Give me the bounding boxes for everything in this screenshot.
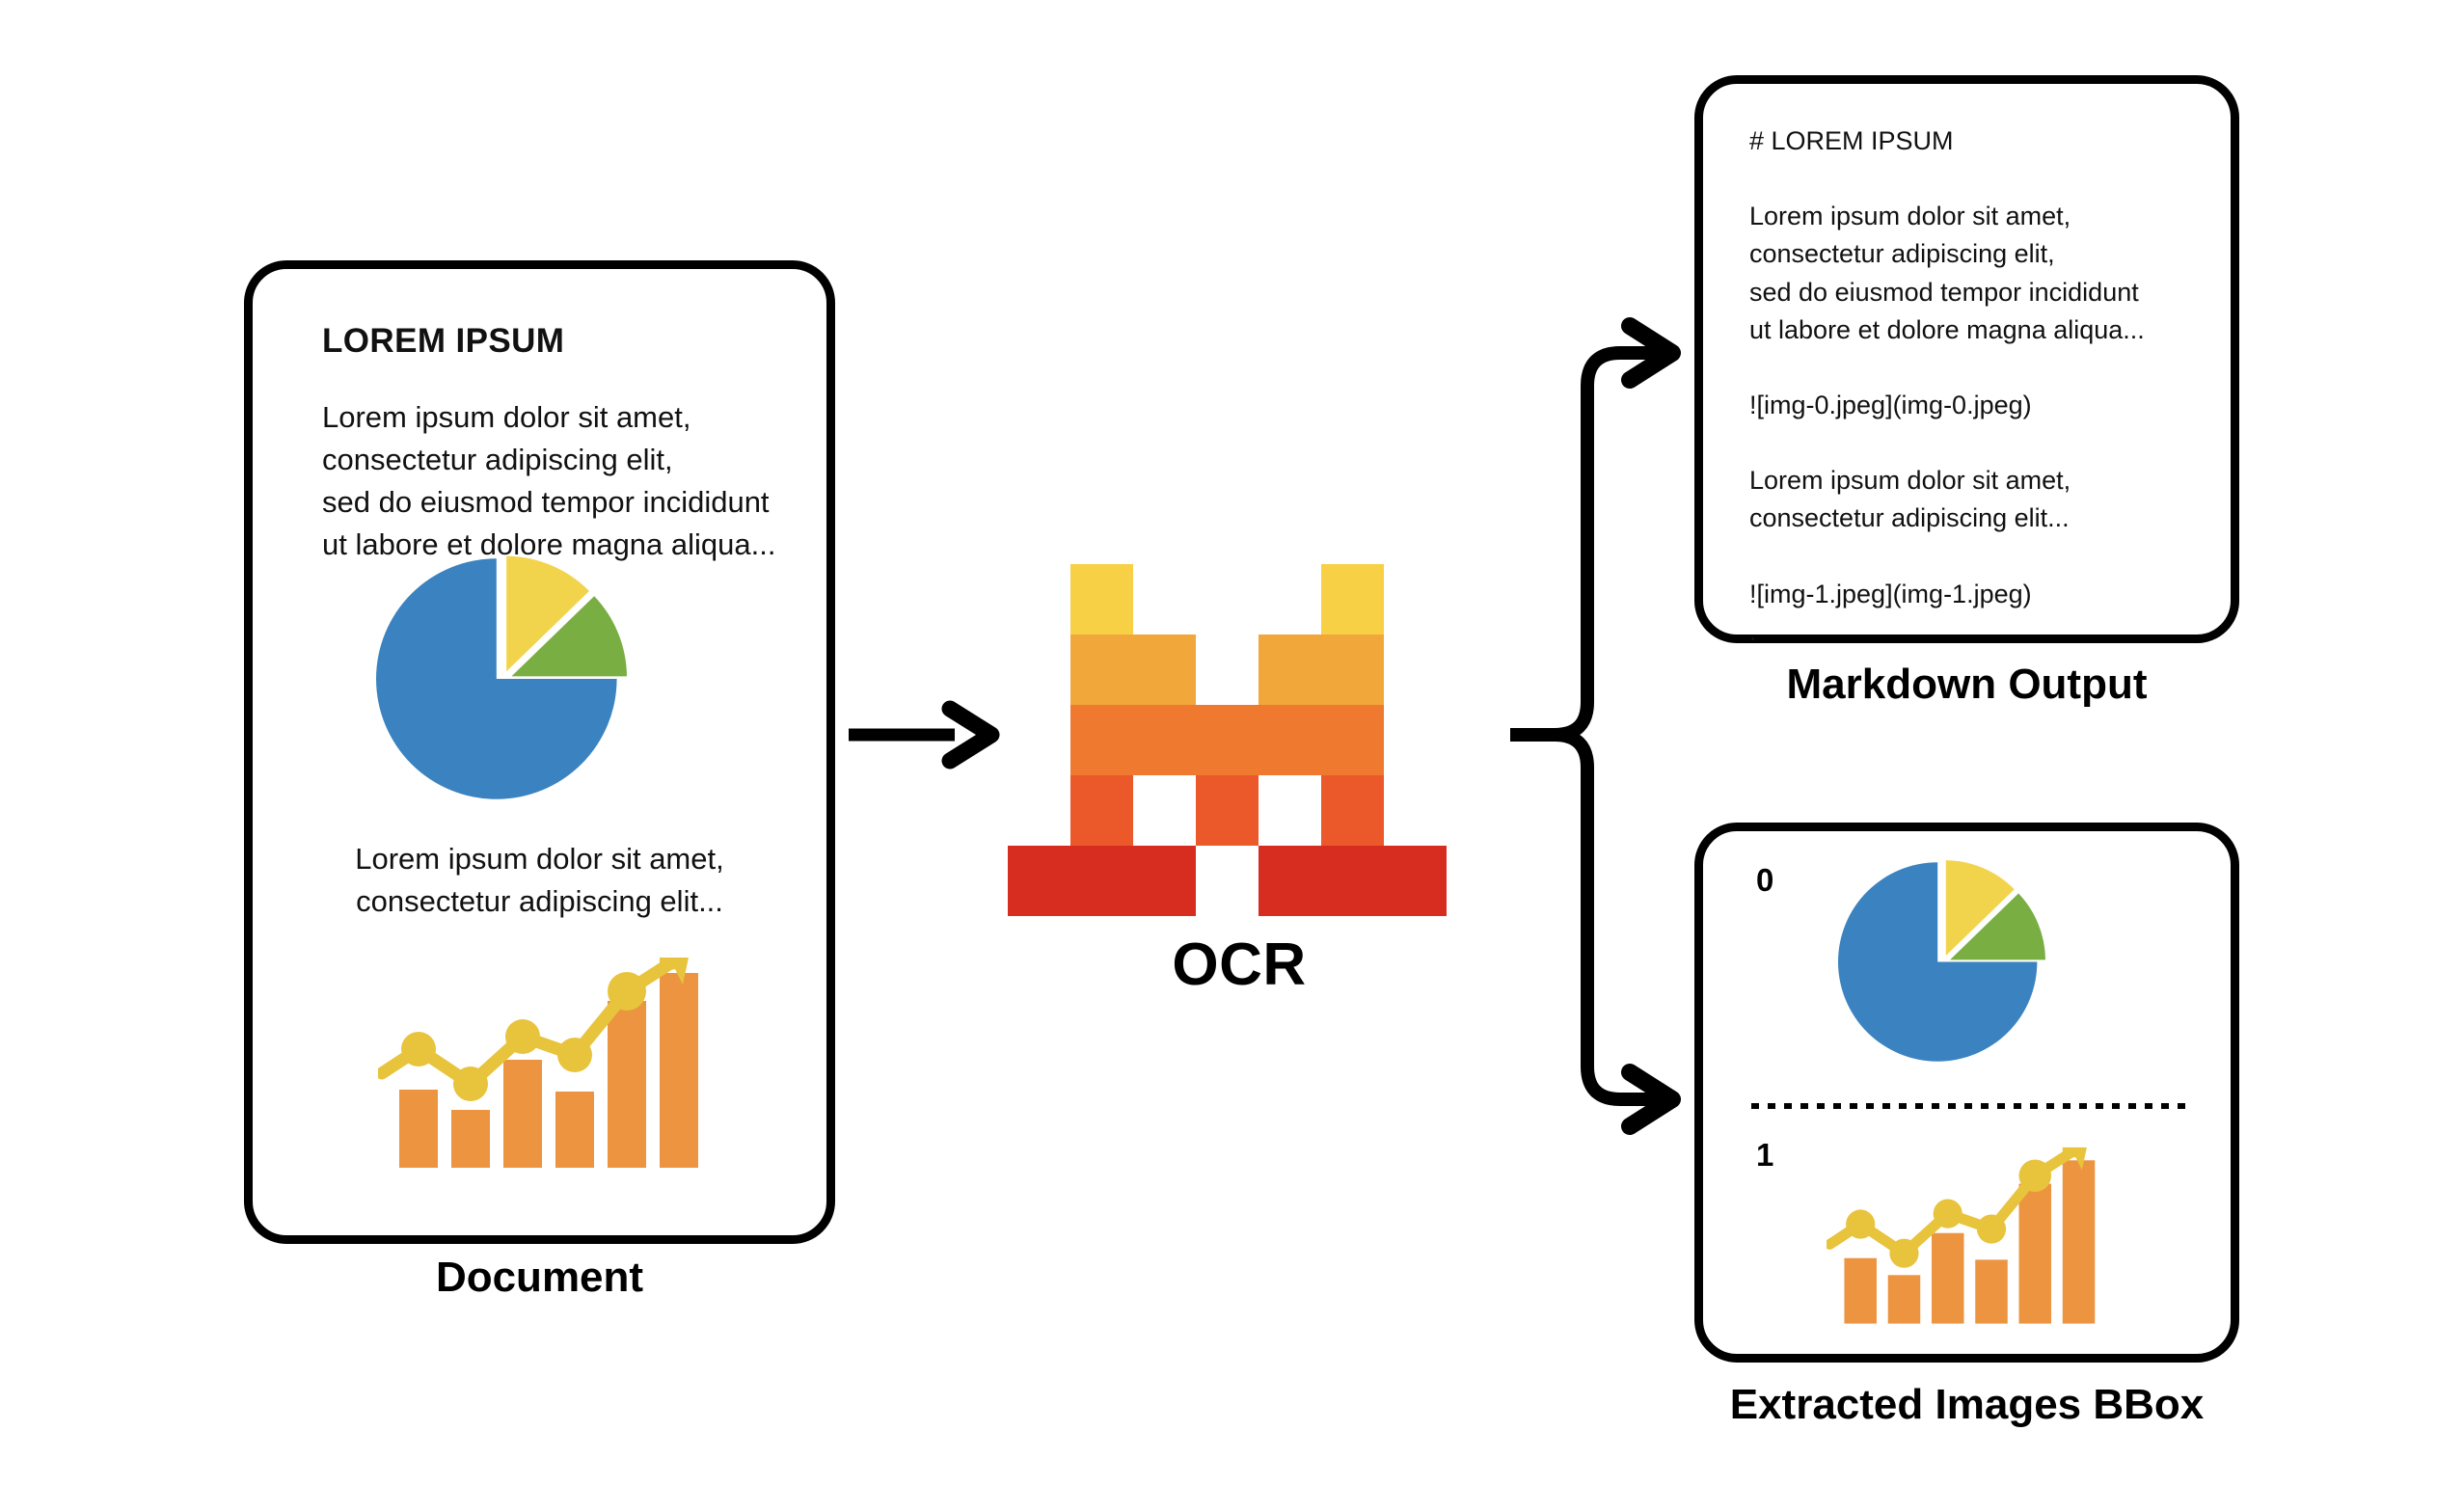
document-bar-chart-icon — [378, 958, 698, 1168]
extracted-image-index-1: 1 — [1756, 1137, 1774, 1173]
document-panel: LOREM IPSUM Lorem ipsum dolor sit amet, … — [244, 260, 835, 1244]
document-body-text: Lorem ipsum dolor sit amet, consectetur … — [322, 400, 776, 562]
document-heading: LOREM IPSUM — [322, 322, 565, 360]
document-caption-text: Lorem ipsum dolor sit amet, consectetur … — [355, 842, 724, 919]
extracted-pie-chart-icon — [1838, 860, 2045, 1062]
markdown-output-label: Markdown Output — [1786, 661, 2148, 708]
bbox-dotted-divider — [1751, 1103, 2190, 1109]
extracted-images-bbox-panel: 0 1 — [1694, 823, 2239, 1363]
extracted-image-index-0: 0 — [1756, 862, 1774, 898]
ocr-label: OCR — [1172, 932, 1307, 998]
markdown-output-panel: # LOREM IPSUM Lorem ipsum dolor sit amet… — [1694, 75, 2239, 646]
document-label: Document — [435, 1254, 644, 1301]
document-pie-chart-icon — [376, 555, 627, 799]
markdown-output-text: # LOREM IPSUM Lorem ipsum dolor sit amet… — [1749, 126, 2145, 646]
extracted-bar-chart-icon — [1827, 1147, 2096, 1324]
extracted-images-label: Extracted Images BBox — [1729, 1381, 2205, 1428]
mistral-logo-icon — [1008, 564, 1447, 916]
